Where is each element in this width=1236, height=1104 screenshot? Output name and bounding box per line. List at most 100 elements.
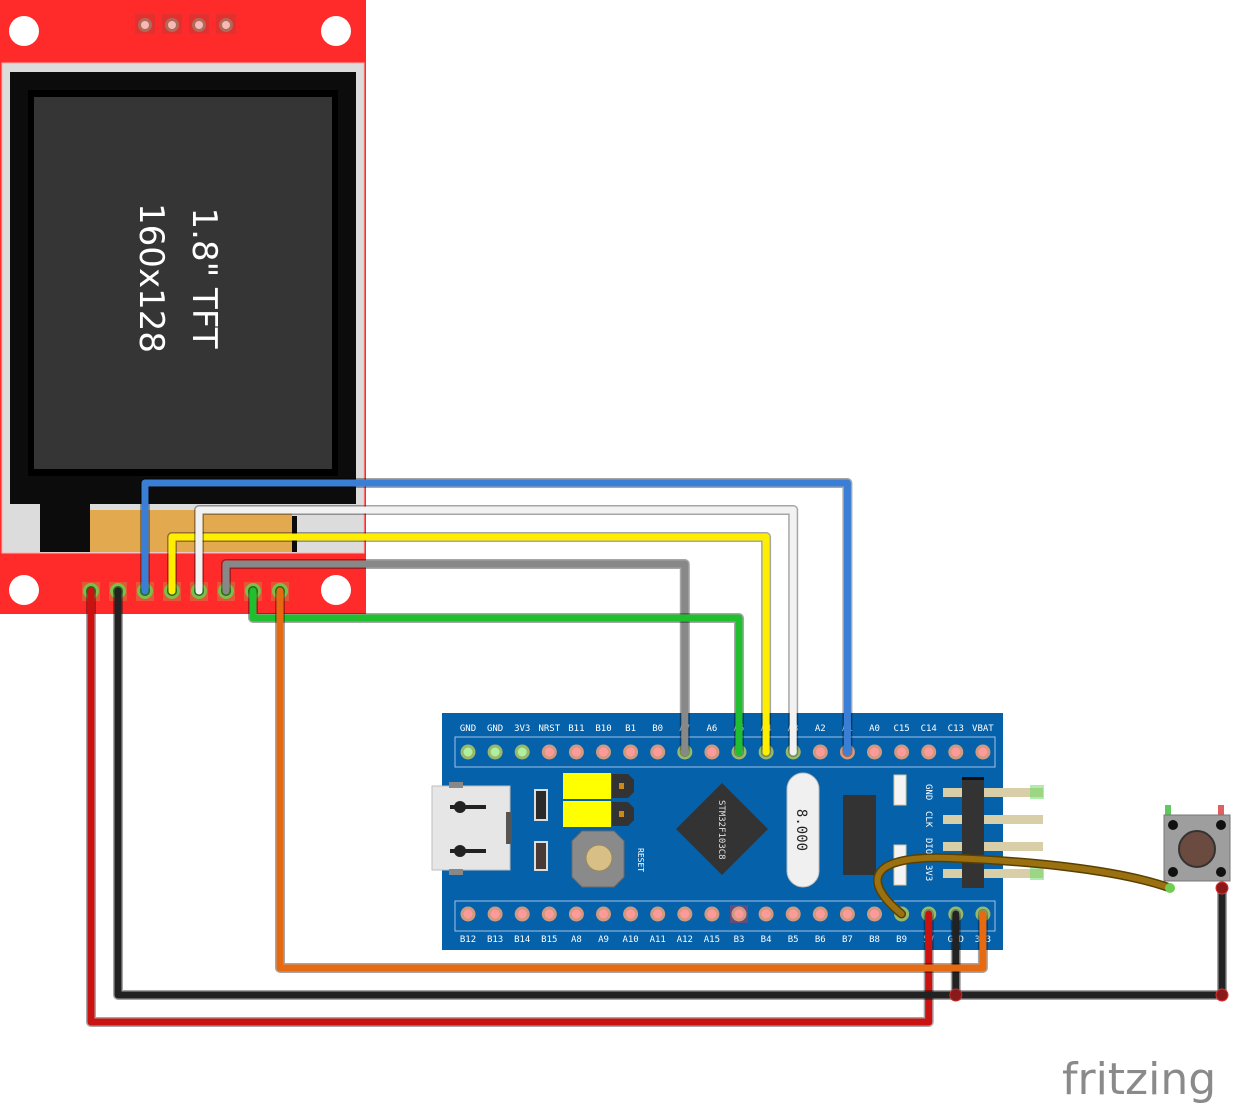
wire-white[interactable] <box>194 505 799 757</box>
mcu-label: STM32F103C8 <box>716 800 726 860</box>
pin-top-b0[interactable] <box>650 744 666 760</box>
pin-bottom-b3[interactable] <box>730 905 748 923</box>
pin-bottom-a10[interactable] <box>623 906 639 922</box>
pin-bottom-a11[interactable] <box>650 906 666 922</box>
reset-label: RESET <box>636 848 645 872</box>
pin-label: A12 <box>677 935 693 945</box>
mount-hole <box>9 575 39 605</box>
mount-hole <box>321 575 351 605</box>
pin-top-c15[interactable] <box>894 744 910 760</box>
tft-title-line2: 160x128 <box>131 203 171 353</box>
pin-label: A0 <box>869 724 880 734</box>
pin-label: B8 <box>869 935 880 945</box>
crystal-label: 8.000 <box>793 809 809 851</box>
pin-top-vbat[interactable] <box>975 744 991 760</box>
pin-label: A10 <box>622 935 638 945</box>
pin-top-b10[interactable] <box>596 744 611 760</box>
pin-label: C13 <box>948 724 964 734</box>
pin-label: B6 <box>815 935 826 945</box>
pin-top-c14[interactable] <box>921 744 937 760</box>
sd-header-pads <box>135 14 236 34</box>
pin-label: B5 <box>788 935 799 945</box>
pin-bottom-b13[interactable] <box>487 906 503 922</box>
pin-label: A9 <box>598 935 609 945</box>
pin-label: B0 <box>652 724 663 734</box>
pin-label: A11 <box>650 935 666 945</box>
pin-bottom-b8[interactable] <box>867 906 882 922</box>
pin-bottom-a9[interactable] <box>596 906 611 922</box>
pin-label: A8 <box>571 935 582 945</box>
pin-bottom-a12[interactable] <box>677 906 693 922</box>
pin-label: B11 <box>568 724 584 734</box>
pin-label: VBAT <box>972 724 994 734</box>
pin-top-3v3[interactable] <box>514 744 530 760</box>
wire-brown[interactable] <box>873 853 1229 1002</box>
pin-top-gnd[interactable] <box>487 744 503 760</box>
mount-hole <box>321 16 351 46</box>
pin-label: A6 <box>706 724 717 734</box>
pin-bottom-b6[interactable] <box>812 906 828 922</box>
led <box>893 774 907 806</box>
pin-label: B14 <box>514 935 530 945</box>
micro-usb-connector <box>431 782 512 875</box>
wire-gray[interactable] <box>221 559 690 757</box>
pin-top-a2[interactable] <box>812 744 828 760</box>
pin-label: A2 <box>815 724 826 734</box>
pin-label: B10 <box>595 724 611 734</box>
pin-top-b11[interactable] <box>568 744 584 760</box>
pin-bottom-b5[interactable] <box>785 906 801 922</box>
pin-top-b1[interactable] <box>623 744 639 760</box>
pin-label: B7 <box>842 935 853 945</box>
reset-button[interactable] <box>571 830 625 888</box>
smd-component <box>534 789 548 821</box>
wire-blue[interactable] <box>140 478 853 757</box>
pin-top-a0[interactable] <box>867 744 882 760</box>
pin-bottom-a8[interactable] <box>568 906 584 922</box>
pin-label: B9 <box>896 935 907 945</box>
pin-bottom-b4[interactable] <box>758 906 774 922</box>
boot-jumpers[interactable] <box>563 773 634 827</box>
pin-top-c13[interactable] <box>948 744 964 760</box>
pin-top-a6[interactable] <box>704 744 720 760</box>
pin-label: B13 <box>487 935 503 945</box>
wire-green[interactable] <box>248 586 744 757</box>
fritzing-logo: fritzing <box>1062 1054 1216 1104</box>
wire-black[interactable] <box>113 586 961 1000</box>
pin-label: B15 <box>541 935 557 945</box>
pin-bottom-b7[interactable] <box>839 906 855 922</box>
swd-pin-label: DIO <box>923 838 933 854</box>
swd-pin-label: 3V3 <box>923 865 933 881</box>
button-cap <box>1178 830 1216 868</box>
swd-pin-label: CLK <box>923 811 933 828</box>
regulator-chip <box>843 795 876 875</box>
pin-label: 3V3 <box>514 724 530 734</box>
smd-component <box>534 841 548 871</box>
pin-bottom-b14[interactable] <box>514 906 530 922</box>
pin-label: B3 <box>734 935 745 945</box>
pin-top-gnd[interactable] <box>460 744 476 760</box>
pin-label: GND <box>487 724 503 734</box>
flex-cable <box>90 510 292 552</box>
pin-bottom-b15[interactable] <box>541 906 557 922</box>
pin-label: B12 <box>460 935 476 945</box>
mcu-chip: STM32F103C8 <box>676 783 768 875</box>
wire-orange[interactable] <box>275 586 988 973</box>
pin-label: GND <box>460 724 476 734</box>
pin-label: B1 <box>625 724 636 734</box>
wires <box>86 478 1229 1027</box>
pin-bottom-b12[interactable] <box>460 906 476 922</box>
mount-hole <box>9 16 39 46</box>
pin-bottom-a15[interactable] <box>704 906 720 922</box>
pin-top-nrst[interactable] <box>541 744 557 760</box>
pin-label: A15 <box>704 935 720 945</box>
tft-title-line1: 1.8" TFT <box>184 207 224 348</box>
crystal-oscillator: 8.000 <box>786 772 820 888</box>
screen-active-area <box>34 97 332 469</box>
push-button[interactable] <box>1163 805 1231 882</box>
wire-yellow[interactable] <box>167 532 772 757</box>
pin-label: C15 <box>893 724 909 734</box>
swd-pin-label: GND <box>923 784 933 800</box>
tft-display-module[interactable]: 1.8" TFT 160x128 <box>0 0 366 614</box>
